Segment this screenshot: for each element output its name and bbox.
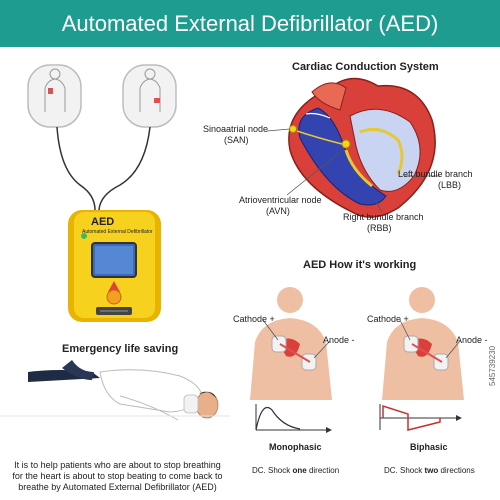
torso-monophasic (250, 287, 332, 400)
biphasic-desc-post: directions (440, 466, 475, 475)
emergency-description: It is to help patients who are about to … (12, 460, 223, 492)
biphasic-waveform (379, 404, 462, 431)
page-title: Automated External Defibrillator (AED) (0, 0, 500, 47)
san-label: Sinoaatrial node (203, 124, 269, 134)
biphasic-desc-pre: DC. Shock (384, 466, 423, 475)
anode-right-label: Anode - (456, 335, 488, 345)
heart-illustration (266, 77, 440, 218)
conduction-title: Cardiac Conduction System (292, 61, 439, 73)
aed-device (68, 210, 161, 322)
aed-subtitle-label: Automated External Defibrillator (82, 229, 153, 235)
emergency-title: Emergency life saving (62, 343, 179, 355)
biphasic-desc: DC. Shock two directions (384, 466, 475, 475)
monophasic-desc-post: direction (308, 466, 340, 475)
anode-left-label: Anode - (323, 335, 355, 345)
lbb-abbr-label: (LBB) (438, 180, 462, 190)
aed-brand-label: AED (91, 216, 115, 228)
monophasic-waveform (255, 404, 332, 433)
lying-patient (0, 360, 230, 421)
monophasic-title: Monophasic (269, 442, 322, 452)
torso-biphasic (382, 287, 464, 400)
biphasic-title: Biphasic (410, 442, 448, 452)
rbb-label: Right bundle branch (343, 212, 424, 222)
monophasic-desc-pre: DC. Shock (252, 466, 291, 475)
stock-id: 545739230 (488, 345, 497, 386)
monophasic-desc-bold: one (292, 466, 307, 475)
cathode-left-label: Cathode + (233, 314, 275, 324)
working-title: AED How it's working (303, 259, 417, 271)
rbb-abbr-label: (RBB) (367, 223, 392, 233)
san-abbr-label: (SAN) (224, 135, 249, 145)
avn-label: Atrioventricular node (239, 195, 322, 205)
cathode-right-label: Cathode + (367, 314, 409, 324)
avn-abbr-label: (AVN) (266, 206, 290, 216)
lbb-label: Left bundle branch (398, 169, 473, 179)
monophasic-desc: DC. Shock one direction (252, 466, 339, 475)
aed-pads (27, 64, 177, 211)
biphasic-desc-bold: two (424, 466, 439, 475)
